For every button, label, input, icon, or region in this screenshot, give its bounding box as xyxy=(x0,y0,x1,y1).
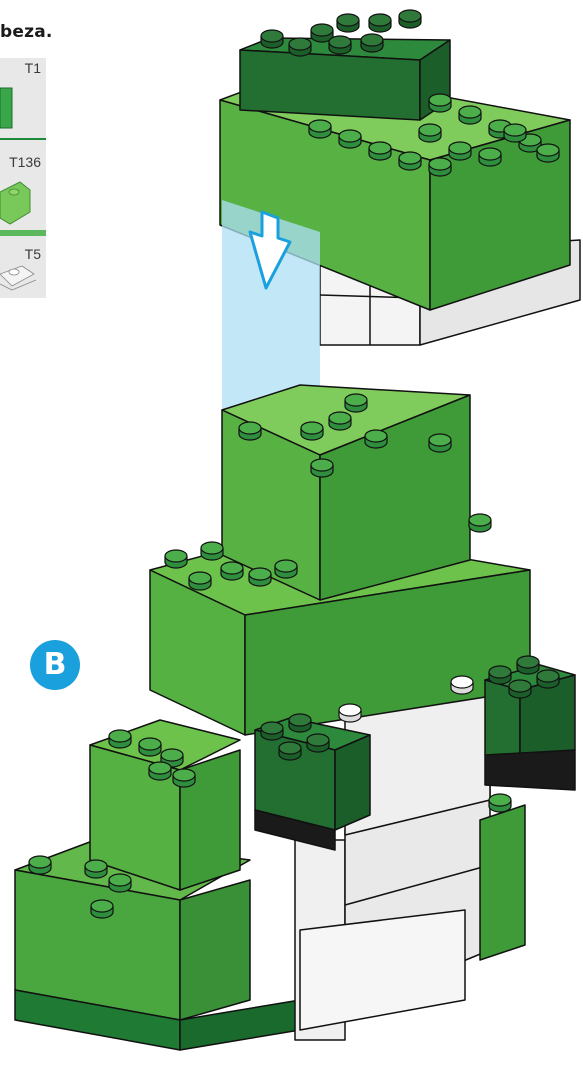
model-illustration xyxy=(0,0,583,1065)
